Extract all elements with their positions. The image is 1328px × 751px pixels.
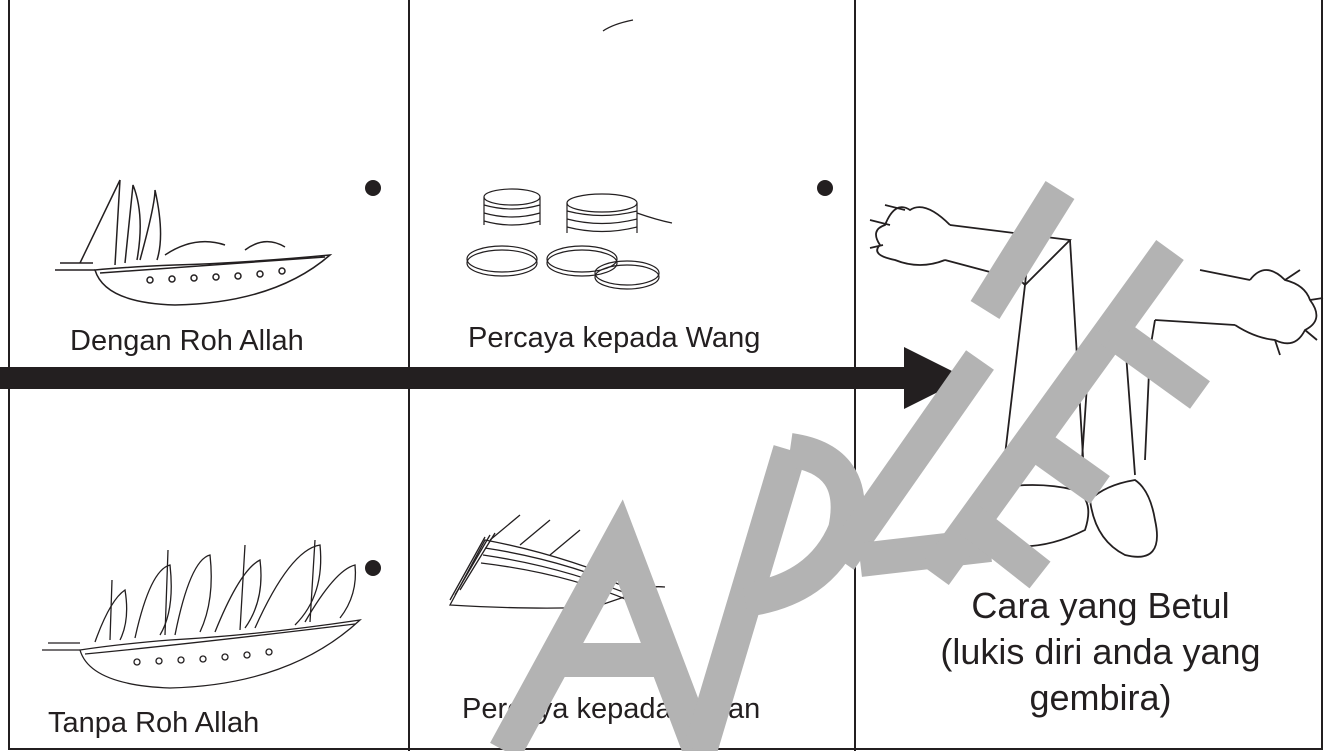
open-bible-icon	[448, 514, 666, 656]
figure-outline-icon	[869, 204, 1324, 558]
label-percaya-kepada-wang: Percaya kepada Wang	[468, 322, 761, 354]
bullet-dot	[365, 560, 381, 576]
sailing-ship-icon	[42, 539, 362, 689]
ship-icon	[55, 179, 333, 306]
label-percaya-kepada-tuhan: Percaya kepada Tuhan	[462, 693, 761, 725]
coins-icon	[466, 188, 673, 290]
pen-stroke-icon	[602, 19, 634, 32]
caption-line-2: (lukis diri anda yang	[940, 631, 1261, 672]
bullet-dot	[817, 180, 833, 196]
label-dengan-roh-allah: Dengan Roh Allah	[70, 325, 304, 357]
caption-line-3: gembira)	[1029, 677, 1172, 718]
caption-line-1: Cara yang Betul	[971, 585, 1230, 626]
label-tanpa-roh-allah: Tanpa Roh Allah	[48, 707, 260, 739]
bullet-dot	[817, 563, 833, 579]
right-panel-caption: Cara yang Betul (lukis diri anda yang ge…	[878, 583, 1323, 721]
arrow-right-icon	[0, 367, 910, 389]
bullet-dot	[365, 180, 381, 196]
